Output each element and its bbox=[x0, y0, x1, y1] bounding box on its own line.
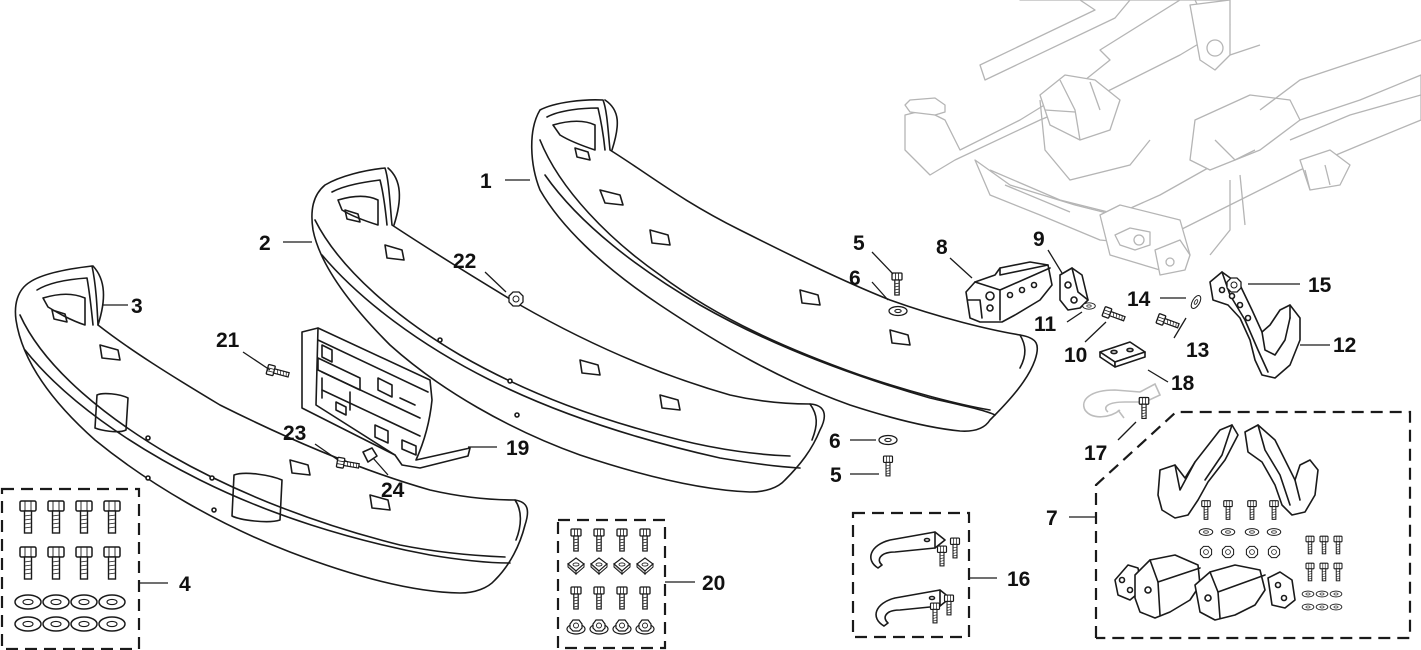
bumper-2 bbox=[311, 167, 826, 493]
label-24: 24 bbox=[381, 479, 405, 502]
label-18: 18 bbox=[1171, 372, 1195, 395]
label-7: 7 bbox=[1046, 507, 1058, 530]
label-10: 10 bbox=[1064, 344, 1087, 367]
clip-24 bbox=[362, 447, 378, 463]
label-6b: 6 bbox=[829, 430, 841, 453]
label-3: 3 bbox=[131, 295, 143, 318]
label-23: 23 bbox=[283, 422, 306, 445]
tow-hook-b bbox=[875, 589, 951, 627]
label-1: 1 bbox=[480, 170, 492, 193]
kit7-mount-right bbox=[1194, 564, 1296, 621]
kit-box-7 bbox=[1094, 410, 1412, 640]
bracket-8 bbox=[965, 261, 1053, 323]
license-plate-bracket-19 bbox=[301, 327, 471, 469]
label-19: 19 bbox=[506, 437, 529, 460]
plate-18 bbox=[1099, 341, 1146, 368]
bumper-3 bbox=[14, 265, 529, 594]
leader-lines bbox=[103, 179, 1330, 584]
label-20: 20 bbox=[702, 572, 725, 595]
label-13: 13 bbox=[1186, 339, 1209, 362]
tow-hook-a bbox=[870, 531, 946, 569]
kit7-bracket-right bbox=[1244, 424, 1319, 516]
label-4: 4 bbox=[179, 573, 191, 596]
tow-hook-17 bbox=[1083, 382, 1162, 419]
kit7-mount-left bbox=[1114, 554, 1201, 619]
label-14: 14 bbox=[1127, 288, 1151, 311]
label-16: 16 bbox=[1007, 568, 1030, 591]
bumper-1 bbox=[530, 99, 1039, 432]
kit-box-4 bbox=[0, 487, 141, 650]
kit-box-20 bbox=[556, 518, 667, 650]
label-6a: 6 bbox=[849, 267, 861, 290]
vehicle-frame-outline bbox=[904, 0, 1421, 276]
label-11: 11 bbox=[1034, 313, 1057, 336]
bracket-12 bbox=[1209, 271, 1301, 379]
part-labels: 1 2 3 4 5 5 6 6 7 8 9 10 11 12 13 14 15 … bbox=[131, 170, 1356, 596]
label-21: 21 bbox=[216, 329, 240, 352]
label-8: 8 bbox=[936, 236, 948, 259]
label-12: 12 bbox=[1333, 334, 1356, 357]
label-15: 15 bbox=[1308, 274, 1332, 297]
kit7-bracket-left bbox=[1157, 424, 1239, 519]
label-5b: 5 bbox=[830, 464, 842, 487]
kit-box-16 bbox=[851, 511, 971, 639]
label-17: 17 bbox=[1084, 442, 1107, 465]
label-9: 9 bbox=[1033, 228, 1045, 251]
label-5a: 5 bbox=[853, 232, 865, 255]
label-22: 22 bbox=[453, 250, 476, 273]
fasteners bbox=[265, 272, 1242, 477]
label-2: 2 bbox=[259, 232, 271, 255]
